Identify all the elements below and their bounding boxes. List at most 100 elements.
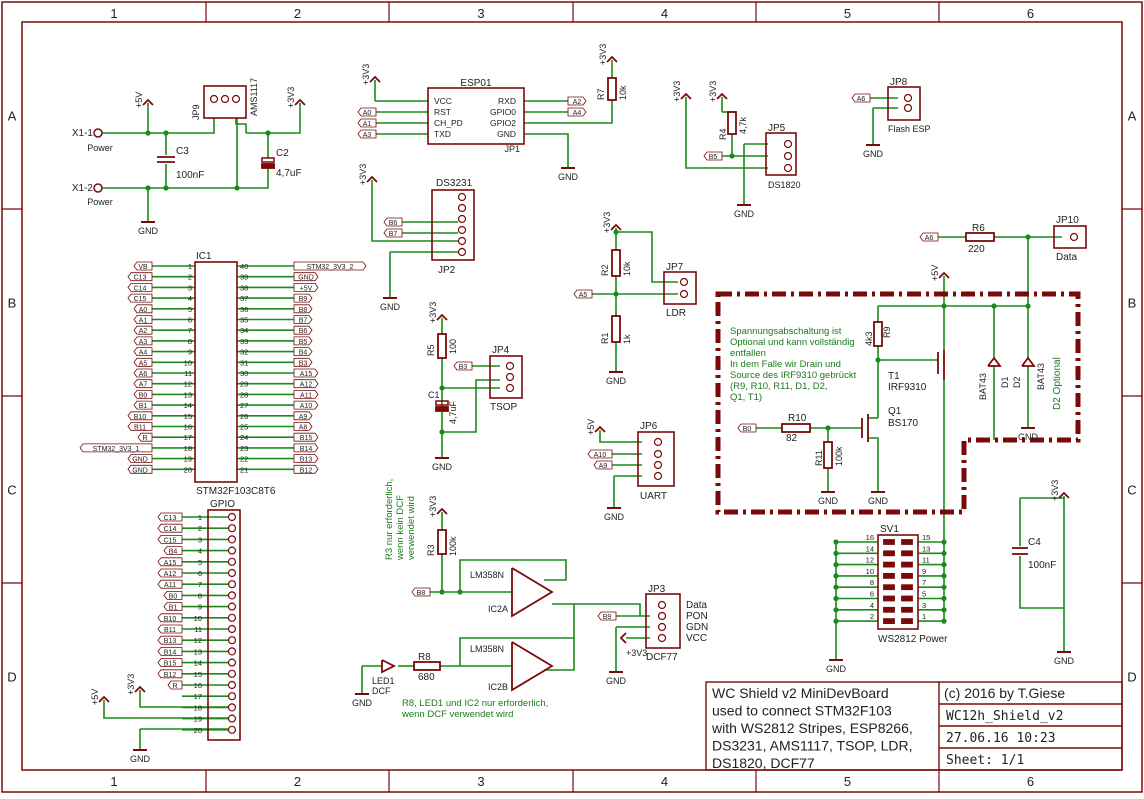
ic1-pin-number: 32 — [240, 348, 248, 357]
net-label: C15 — [134, 296, 147, 303]
ic1-pin-number: 3 — [188, 283, 192, 292]
jp8-connector — [887, 86, 921, 121]
title-copyright: (c) 2016 by T.Giese — [944, 685, 1065, 701]
ic1-pin-number: 27 — [240, 401, 248, 410]
supply-arrow — [366, 175, 378, 183]
gpio-pin-number: 15 — [194, 670, 202, 679]
jp10-connector — [1053, 225, 1087, 249]
r10-label: R10 — [788, 413, 807, 424]
connector-pin — [227, 512, 237, 522]
net-label: A12 — [164, 571, 177, 578]
wire — [599, 430, 642, 443]
net-label-flag — [293, 422, 313, 431]
power-cutoff-note-line: Spannungsabschaltung ist — [730, 326, 842, 337]
junction-dot — [991, 303, 997, 309]
ic1-pin-number: 13 — [184, 390, 192, 399]
sv1-pin — [883, 606, 895, 613]
net-label-flag — [127, 464, 153, 474]
sv1-pin-number: 11 — [922, 556, 930, 565]
net-label-flag — [133, 336, 153, 346]
r1-value: 1k — [622, 334, 632, 344]
net-label-flag — [157, 523, 183, 533]
r3-note-line: R3 nur erforderlich, — [384, 479, 395, 560]
gpio-pin-number: 16 — [194, 681, 202, 690]
gpio-pin-number: 4 — [198, 547, 202, 556]
supply-arrow — [436, 313, 448, 321]
wire — [442, 379, 500, 433]
gpio-pin-number: 17 — [194, 692, 202, 701]
frame-row-label: C — [7, 483, 16, 498]
resistor — [781, 423, 811, 433]
jp5-connector — [765, 132, 797, 176]
jp9-connector — [203, 85, 247, 119]
net-label: B12 — [164, 672, 177, 679]
d2-label: D2 — [1012, 376, 1022, 388]
net-label: C13 — [134, 275, 147, 282]
net-label-flag — [157, 557, 183, 567]
ic1-pin-number: 33 — [240, 337, 248, 346]
frame-column-label: 2 — [294, 774, 301, 789]
net-label: A0 — [363, 110, 372, 117]
sv1-pin — [901, 584, 913, 591]
wire — [524, 133, 569, 168]
net-label-flag — [293, 272, 319, 282]
connector-pin — [231, 94, 241, 104]
esp-pin-label: RXD — [498, 96, 516, 106]
supply-arrow — [716, 92, 728, 100]
jp7-connector — [663, 271, 697, 305]
sv1-pin-number: 2 — [870, 612, 874, 621]
ds1820-label: DS1820 — [768, 180, 801, 190]
connector-pin — [220, 94, 230, 104]
wire — [237, 168, 269, 189]
r8-label: R8 — [418, 652, 431, 663]
supply-arrow — [436, 507, 448, 515]
gpio-pin-number: 5 — [198, 558, 202, 567]
net-label-flag — [133, 389, 153, 399]
ds3231-label: DS3231 — [436, 178, 473, 189]
ic1-body — [194, 261, 238, 483]
r2-label: R2 — [600, 264, 610, 276]
frame-column-label: 3 — [477, 6, 484, 21]
c2-value: 4,7uF — [276, 168, 302, 179]
net-label: B5 — [299, 339, 308, 346]
net-label-flag — [157, 647, 183, 656]
net-label: B9 — [603, 614, 612, 621]
ic1-name: STM32F103C8T6 — [196, 486, 276, 497]
ic1-pin-number: 34 — [240, 326, 248, 335]
power-cutoff-note-line: Source des IRF9310 gebrückt — [730, 370, 857, 381]
net-label: A9 — [599, 463, 608, 470]
net-label-flag — [127, 293, 153, 303]
net-label-flag — [157, 568, 183, 578]
connector-pin — [227, 680, 237, 690]
c2-label: C2 — [276, 148, 289, 159]
supply-arrow — [619, 632, 627, 644]
sv1-pin — [883, 573, 895, 579]
connector-pin — [227, 624, 237, 634]
frame-column-label: 2 — [294, 6, 301, 21]
title-description-line: with WS2812 Stripes, ESP8266, — [711, 720, 913, 736]
gpio-pin-number: 8 — [198, 591, 202, 600]
capacitor-c1 — [435, 400, 449, 406]
net-label-flag — [851, 93, 871, 103]
gpio-pin-number: 9 — [198, 603, 202, 612]
connector-pin — [227, 703, 237, 712]
net-label: STM32_3V3_2 — [307, 264, 354, 271]
dcf-pin-label: Data — [686, 600, 708, 611]
junction-dot — [163, 130, 169, 136]
connector-pin — [657, 633, 667, 643]
gpio-pin-number: 11 — [194, 625, 202, 634]
supply-arrow — [98, 695, 110, 703]
net-label: VB — [138, 264, 148, 271]
connector-pin — [679, 289, 689, 299]
gnd-label: GND — [604, 512, 625, 522]
r7-label: R7 — [596, 88, 606, 100]
net-label-flag — [567, 96, 587, 106]
dcf77-label: DCF77 — [646, 652, 678, 663]
net-label: B7 — [389, 231, 398, 238]
net-label: B11 — [164, 627, 176, 634]
jp5-label: JP5 — [768, 123, 786, 134]
power-cutoff-note-line: entfallen — [730, 348, 766, 359]
resistor — [413, 661, 441, 671]
